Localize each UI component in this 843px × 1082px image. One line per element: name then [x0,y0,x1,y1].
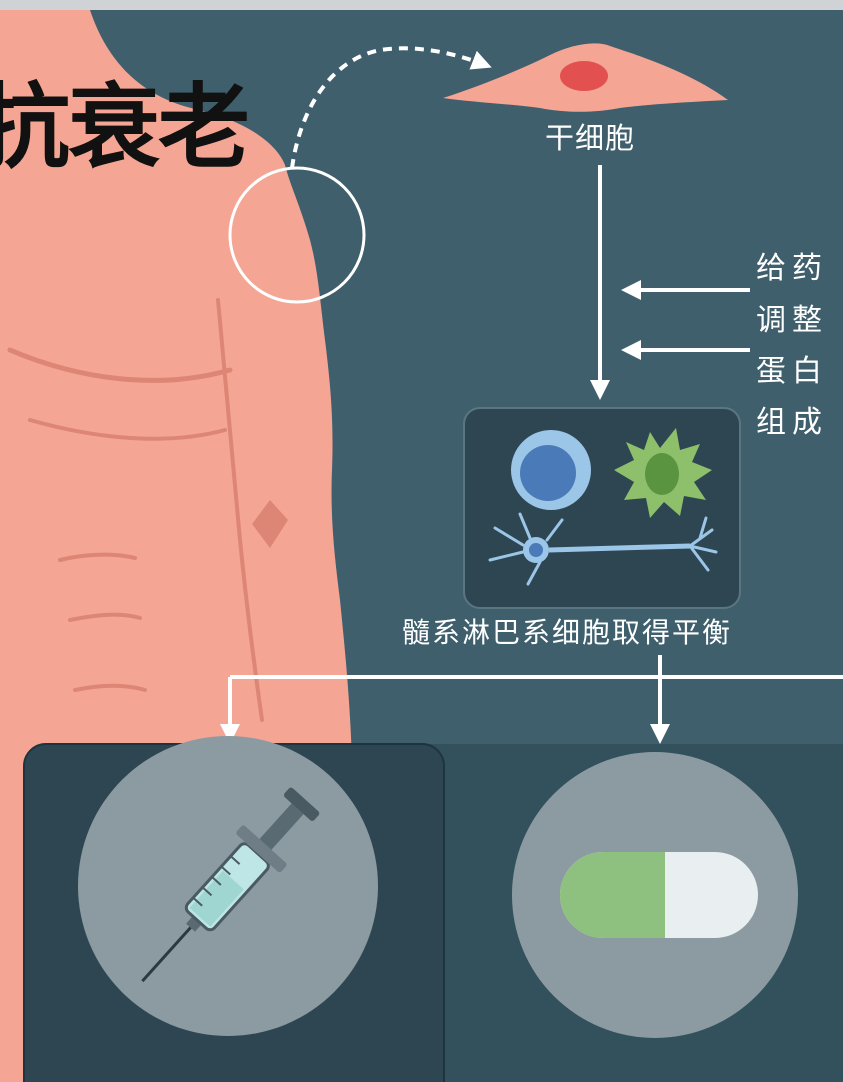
syringe-icon [78,736,378,1036]
stem-cell-label: 干细胞 [545,124,635,153]
pill-icon [512,752,798,1038]
drug-label-line-1: 给药 [756,254,828,284]
drug-label-line-3: 蛋白 [756,357,828,387]
drug-label-line-4: 组成 [756,408,828,438]
drug-label-line-2: 调整 [756,306,828,336]
page-title: 抗衰老 [0,82,248,174]
balance-label: 髓系淋巴系细胞取得平衡 [402,619,732,647]
immune-cells-icon [464,408,740,608]
top-strip [0,0,843,10]
